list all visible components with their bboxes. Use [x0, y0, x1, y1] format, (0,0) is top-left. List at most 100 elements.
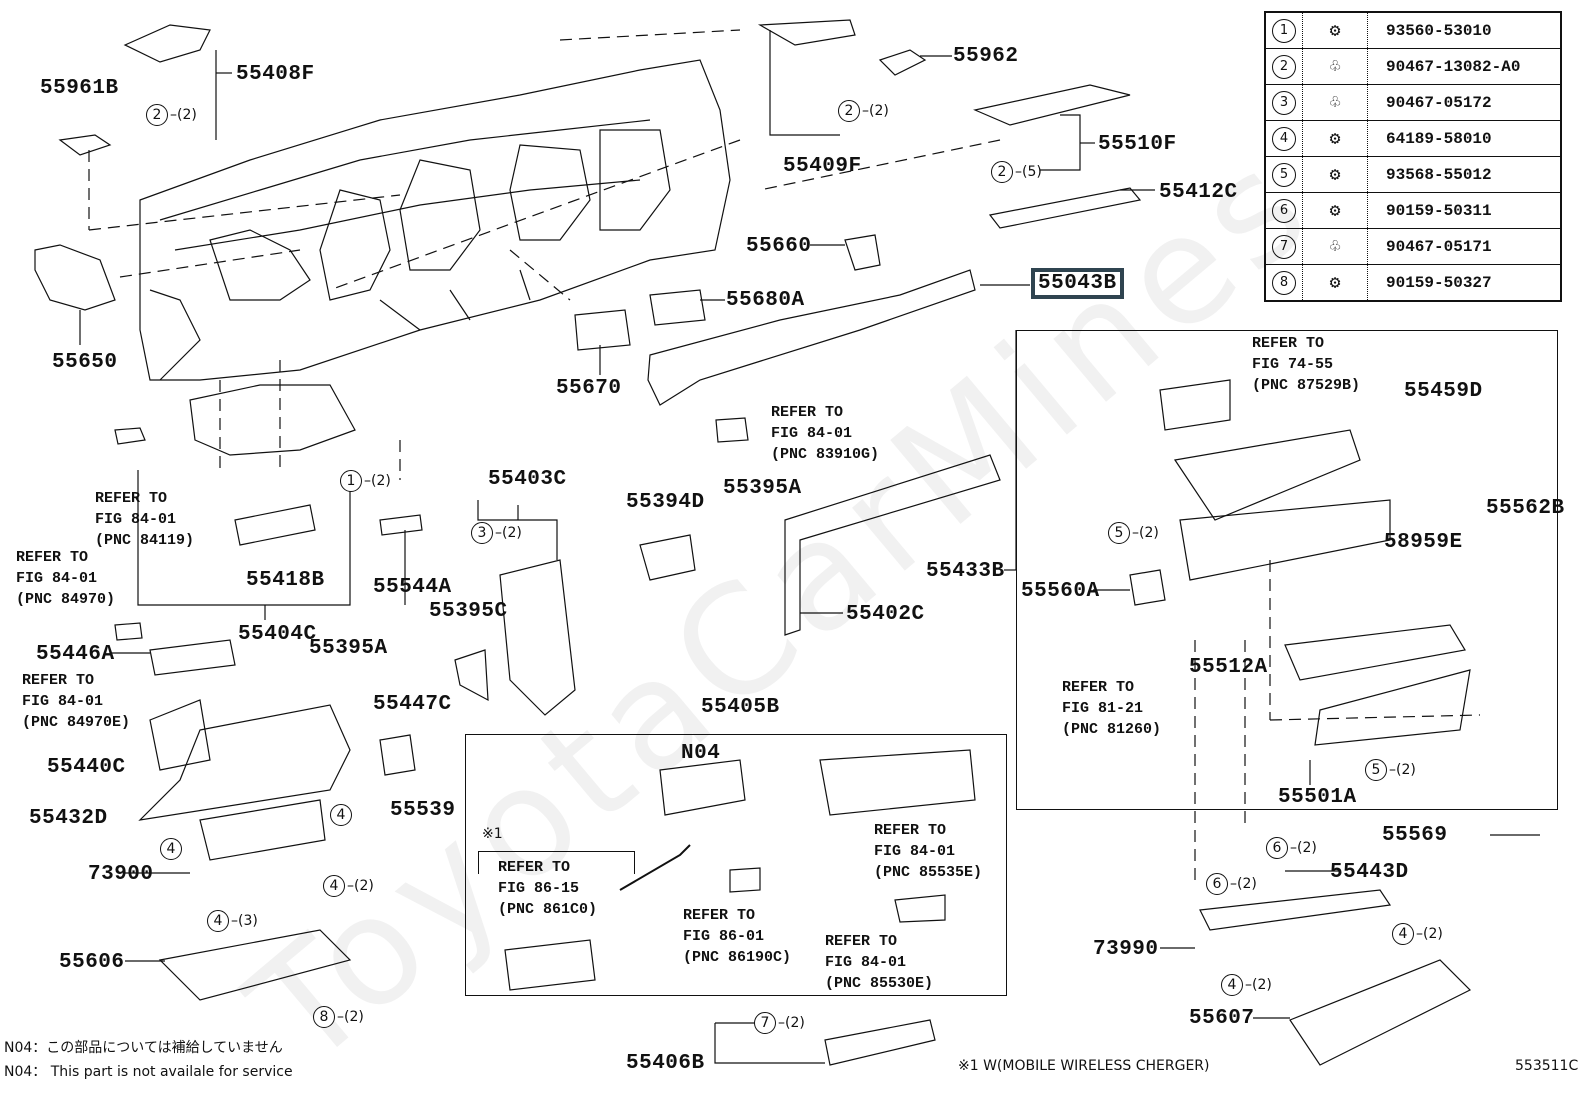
reference-note-87529b[interactable]: REFER TO FIG 74-55 (PNC 87529B) — [1252, 335, 1361, 394]
clip-icon: ♧ — [1329, 92, 1341, 113]
reference-note-83910g[interactable]: REFER TO FIG 84-01 (PNC 83910G) — [771, 404, 880, 463]
fastener-part-number[interactable]: 90159-50327 — [1367, 264, 1562, 302]
part-label-55432d[interactable]: 55432D — [29, 807, 108, 830]
reference-note-85535e[interactable]: REFER TO FIG 84-01 (PNC 85535E) — [874, 822, 983, 881]
part-label-55660[interactable]: 55660 — [746, 235, 812, 258]
part-label-55409f[interactable]: 55409F — [783, 155, 862, 178]
fastener-quantity: –(2) — [862, 103, 889, 119]
glovebox-assembly-frame — [1016, 330, 1558, 810]
fastener-callout: 4–(2) — [323, 875, 374, 897]
reference-note-85530e[interactable]: REFER TO FIG 84-01 (PNC 85530E) — [825, 933, 934, 992]
fastener-callout: 4–(3) — [207, 910, 258, 932]
fastener-quantity: –(2) — [495, 525, 522, 541]
part-label-55459d[interactable]: 55459D — [1404, 380, 1483, 403]
fastener-callout: 2–(2) — [146, 104, 197, 126]
fastener-callout: 4 — [160, 838, 182, 860]
screw-icon: ⚙ — [1329, 20, 1341, 41]
fastener-part-number[interactable]: 90467-05172 — [1367, 84, 1562, 121]
reference-note-84970[interactable]: REFER TO FIG 84-01 (PNC 84970) — [16, 549, 116, 608]
fastener-callout: 5–(2) — [1365, 759, 1416, 781]
fastener-key-circle: 2 — [838, 100, 860, 122]
fastener-quantity: –(2) — [364, 473, 391, 489]
fastener-quantity: –(2) — [1245, 977, 1272, 993]
part-label-55544a[interactable]: 55544A — [373, 576, 452, 599]
fastener-key-circle: 4 — [323, 875, 345, 897]
part-label-55404c[interactable]: 55404C — [238, 623, 317, 646]
part-label-55433b[interactable]: 55433B — [926, 560, 1005, 583]
part-label-55447c[interactable]: 55447C — [373, 693, 452, 716]
part-label-55395c[interactable]: 55395C — [429, 600, 508, 623]
screw-icon: ⚙ — [1329, 128, 1341, 149]
fastener-key-circle: 2 — [991, 161, 1013, 183]
fastener-part-number[interactable]: 93560-53010 — [1367, 11, 1562, 49]
reference-note-86190c[interactable]: REFER TO FIG 86-01 (PNC 86190C) — [683, 907, 792, 966]
part-label-55440c[interactable]: 55440C — [47, 756, 126, 779]
fastener-quantity: –(2) — [778, 1015, 805, 1031]
part-label-55680a[interactable]: 55680A — [726, 289, 805, 312]
fastener-row: 7♧90467-05171 — [1264, 228, 1562, 265]
fastener-part-number[interactable]: 93568-55012 — [1367, 156, 1562, 193]
part-label-55650[interactable]: 55650 — [52, 351, 118, 374]
part-label-n04[interactable]: N04 — [681, 742, 721, 765]
part-label-58959e[interactable]: 58959E — [1384, 531, 1463, 554]
part-label-55501a[interactable]: 55501A — [1278, 786, 1357, 809]
fastener-callout: 4–(2) — [1392, 923, 1443, 945]
fastener-quantity: –(3) — [231, 913, 258, 929]
fastener-callout: 6–(2) — [1206, 873, 1257, 895]
fastener-key-circle: 6 — [1266, 837, 1288, 859]
reference-note-861c0[interactable]: REFER TO FIG 86-15 (PNC 861C0) — [498, 859, 598, 918]
fastener-key-circle: 4 — [1221, 974, 1243, 996]
fastener-key-circle: 8 — [313, 1006, 335, 1028]
part-label-55512a[interactable]: 55512A — [1189, 656, 1268, 679]
part-label-55443d[interactable]: 55443D — [1330, 861, 1409, 884]
part-label-55961b[interactable]: 55961B — [40, 77, 119, 100]
fastener-part-number[interactable]: 90159-50311 — [1367, 192, 1562, 229]
part-label-55406b[interactable]: 55406B — [626, 1052, 705, 1075]
note-mark: ※1 — [482, 826, 503, 842]
reference-note-84970e[interactable]: REFER TO FIG 84-01 (PNC 84970E) — [22, 672, 131, 731]
screw-icon: ⚙ — [1329, 164, 1341, 185]
fastener-callout: 2–(5) — [991, 161, 1042, 183]
reference-note-84119[interactable]: REFER TO FIG 84-01 (PNC 84119) — [95, 490, 195, 549]
fastener-quantity: –(2) — [170, 107, 197, 123]
part-label-73990[interactable]: 73990 — [1093, 938, 1159, 961]
fastener-part-number[interactable]: 90467-13082-A0 — [1367, 48, 1562, 85]
part-label-55043b[interactable]: 55043B — [1038, 272, 1117, 295]
part-label-55418b[interactable]: 55418B — [246, 569, 325, 592]
fastener-quantity: –(2) — [337, 1009, 364, 1025]
part-label-55607[interactable]: 55607 — [1189, 1007, 1255, 1030]
fastener-part-number[interactable]: 64189-58010 — [1367, 120, 1562, 157]
part-label-55560a[interactable]: 55560A — [1021, 580, 1100, 603]
part-label-55395a-lower[interactable]: 55395A — [309, 637, 388, 660]
part-label-55395a-upper[interactable]: 55395A — [723, 477, 802, 500]
fastener-part-number[interactable]: 90467-05171 — [1367, 228, 1562, 265]
part-label-55539[interactable]: 55539 — [390, 799, 456, 822]
screw-icon: ⚙ — [1329, 272, 1341, 293]
part-label-55446a[interactable]: 55446A — [36, 643, 115, 666]
fastener-row: 5 ⚙ 93568-55012 — [1264, 156, 1562, 193]
part-label-55569[interactable]: 55569 — [1382, 824, 1448, 847]
part-label-55403c[interactable]: 55403C — [488, 468, 567, 491]
part-label-55394d[interactable]: 55394D — [626, 491, 705, 514]
part-label-55510f[interactable]: 55510F — [1098, 133, 1177, 156]
footnote-n04-japanese: N04：この部品については補給していません — [4, 1040, 283, 1056]
fastener-callout: 8–(2) — [313, 1006, 364, 1028]
part-label-55412c[interactable]: 55412C — [1159, 181, 1238, 204]
part-label-55562b[interactable]: 55562B — [1486, 497, 1565, 520]
reference-note-81260[interactable]: REFER TO FIG 81-21 (PNC 81260) — [1062, 679, 1162, 738]
fastener-key-circle: 4 — [160, 838, 182, 860]
part-label-55670[interactable]: 55670 — [556, 377, 622, 400]
fastener-quantity: –(2) — [1230, 876, 1257, 892]
part-label-55402c[interactable]: 55402C — [846, 603, 925, 626]
part-label-55408f[interactable]: 55408F — [236, 63, 315, 86]
part-label-55606[interactable]: 55606 — [59, 951, 125, 974]
part-label-55405b[interactable]: 55405B — [701, 696, 780, 719]
part-label-73900[interactable]: 73900 — [88, 863, 154, 886]
clip-icon: ♧ — [1329, 56, 1341, 77]
part-label-55962[interactable]: 55962 — [953, 45, 1019, 68]
fastener-key: 5 — [1272, 162, 1296, 187]
fastener-quantity: –(2) — [1389, 762, 1416, 778]
fastener-callout: 6–(2) — [1266, 837, 1317, 859]
